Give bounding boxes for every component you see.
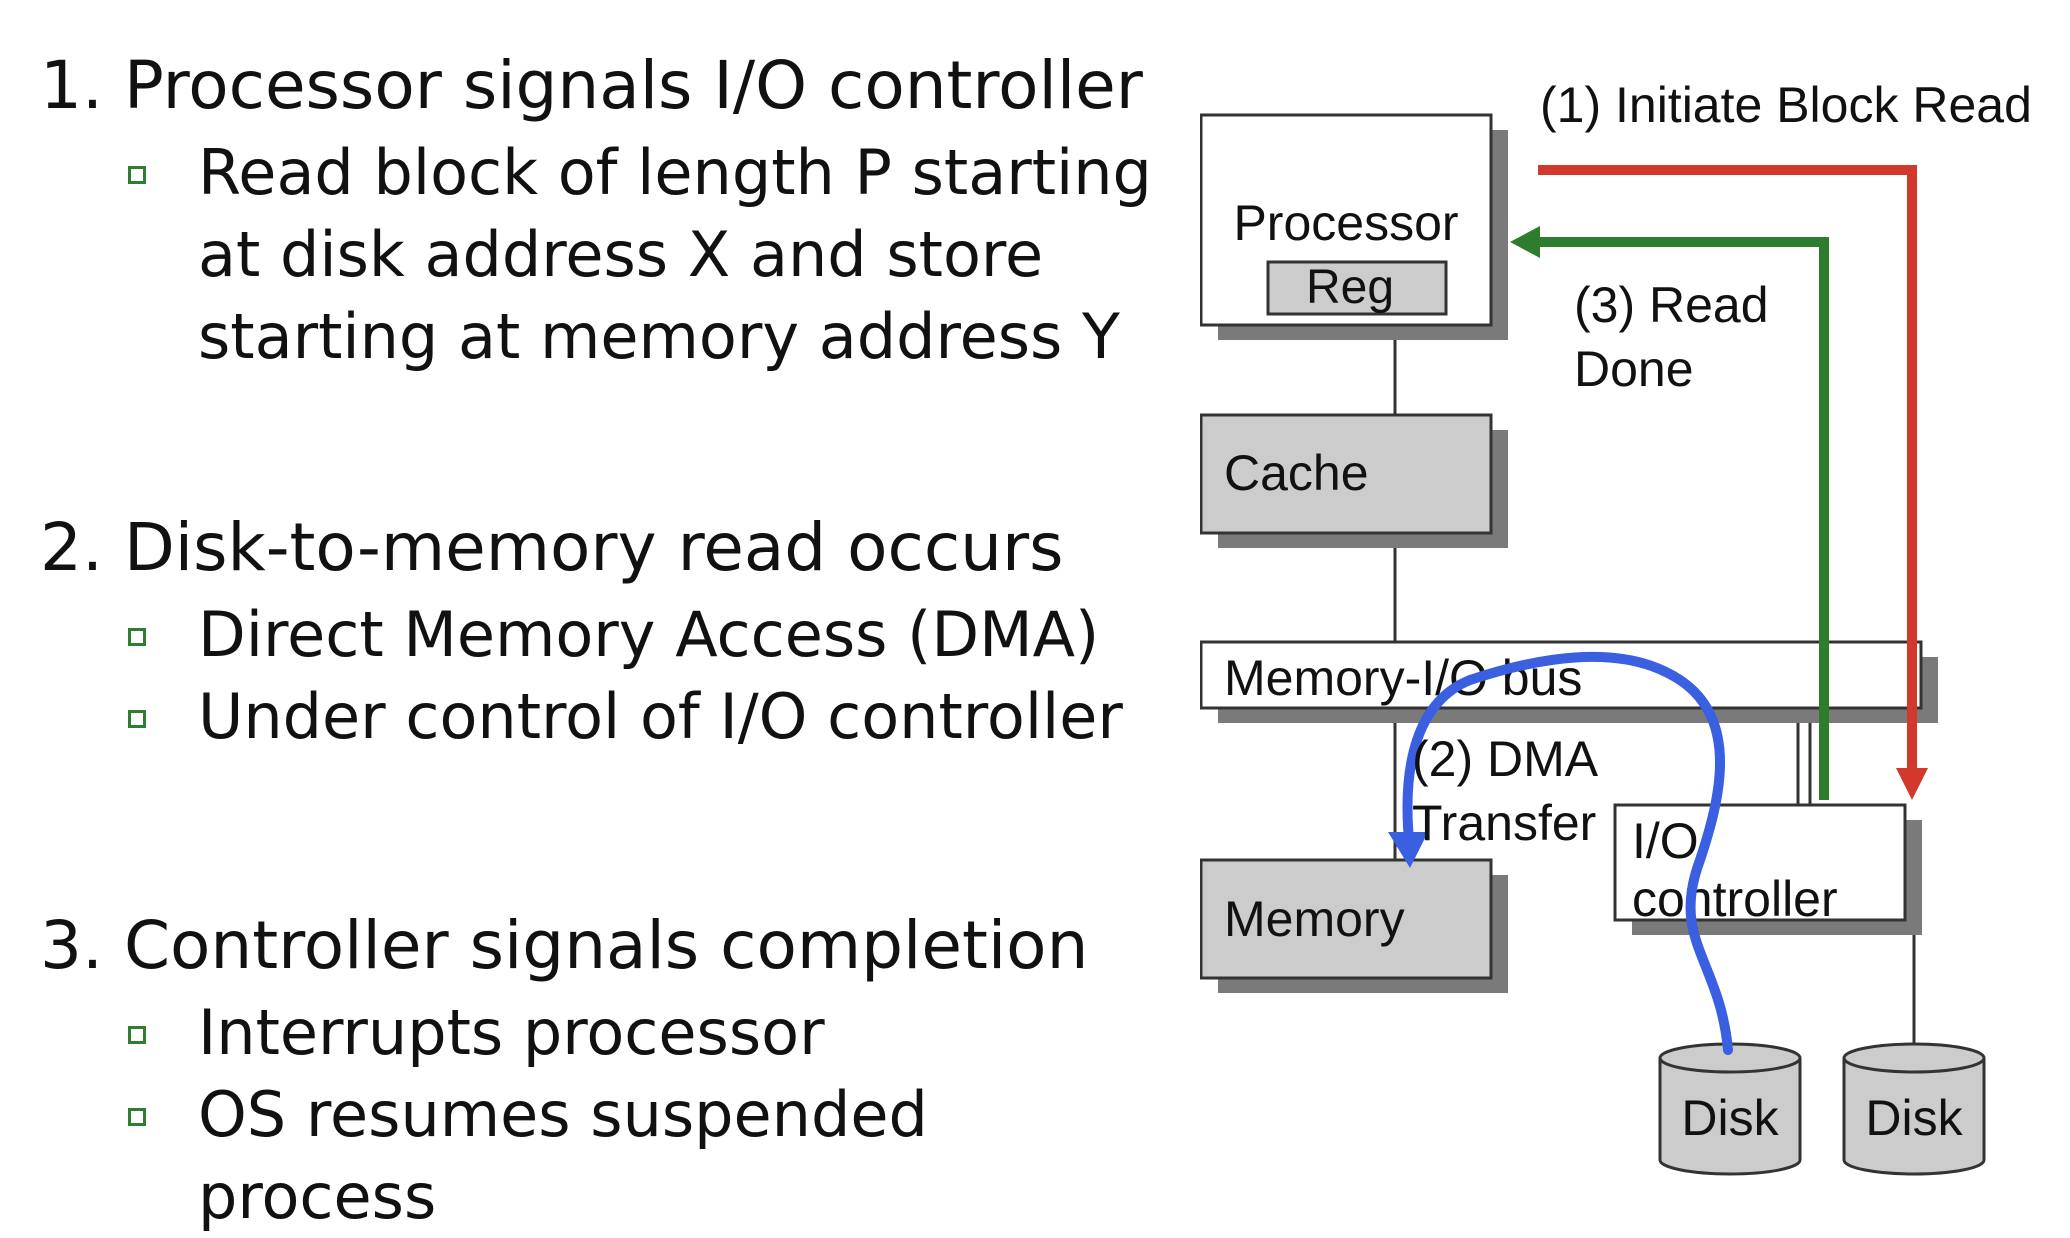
step-3: 3. Controller signals completion Interru… [40, 900, 1180, 1238]
step-title: 1. Processor signals I/O controller [40, 47, 1143, 124]
square-bullet-icon [128, 710, 146, 728]
memory-block: Memory [1200, 858, 1508, 993]
cache-box [1200, 413, 1493, 535]
io-controller-block: I/O controller [1613, 803, 1922, 935]
initiate-arrow-label: (1) Initiate Block Read [1540, 77, 2032, 133]
square-bullet-icon [128, 1108, 146, 1126]
square-bullet-icon [128, 166, 146, 184]
dma-arrow-label-line1: (2) DMA [1412, 731, 1599, 787]
bullet-text: Direct Memory Access (DMA) [198, 598, 1100, 671]
disk-left: Disk [1658, 1042, 1802, 1176]
diagram-canvas: Processor Reg Cache Memory-I/O bus Memor… [1200, 77, 2032, 1176]
dma-arrowhead [1388, 832, 1428, 868]
step-1: 1. Processor signals I/O controller Read… [40, 40, 1152, 378]
dma-arrow-line [1402, 651, 1733, 1055]
reg-box [1266, 260, 1448, 316]
bullet-text: Read block of length P starting at disk … [198, 136, 1152, 373]
bus-box [1200, 640, 1923, 710]
square-bullet-icon [128, 1026, 146, 1044]
done-arrow-label-line2: Done [1574, 341, 1694, 397]
initiate-arrowhead [1896, 768, 1928, 800]
done-arrow-line [1538, 237, 1829, 800]
square-bullet-icon [128, 628, 146, 646]
bullet-item: Read block of length P starting at disk … [40, 132, 1152, 378]
disk-right-label: Disk [1865, 1090, 1963, 1146]
done-arrow-label-line1: (3) Read [1574, 277, 1769, 333]
done-arrow [1510, 226, 1829, 800]
processor-block: Processor Reg [1200, 113, 1508, 340]
memory-box [1200, 858, 1493, 980]
step-title: 2. Disk-to-memory read occurs [40, 509, 1064, 586]
initiate-arrow-line [1538, 165, 1917, 770]
bullet-item: Direct Memory Access (DMA) [40, 594, 1123, 676]
memory-label: Memory [1224, 891, 1405, 947]
processor-label: Processor [1233, 195, 1458, 251]
cache-block: Cache [1200, 413, 1508, 548]
bullet-item: Under control of I/O controller [40, 676, 1123, 758]
disk-right-top [1842, 1042, 1986, 1074]
disk-right: Disk [1842, 1042, 1986, 1176]
bullet-text: Interrupts processor [198, 996, 825, 1069]
io-controller-label-line2: controller [1632, 871, 1838, 927]
done-arrowhead [1510, 226, 1540, 258]
io-controller-label-line1: I/O [1632, 813, 1699, 869]
bullet-item: OS resumes suspended process [40, 1074, 1180, 1238]
bus-block: Memory-I/O bus [1200, 640, 1938, 723]
bullet-text: Under control of I/O controller [198, 680, 1123, 753]
bus-label: Memory-I/O bus [1224, 650, 1582, 706]
disk-left-body [1658, 1058, 1802, 1176]
step-title: 3. Controller signals completion [40, 907, 1089, 984]
step-2: 2. Disk-to-memory read occurs Direct Mem… [40, 502, 1123, 758]
disk-left-label: Disk [1681, 1090, 1779, 1146]
disk-right-body [1842, 1058, 1986, 1176]
reg-label: Reg [1306, 261, 1394, 314]
dma-arrow [1388, 651, 1733, 1055]
io-controller-box [1613, 803, 1907, 922]
dma-arrow-label-line2: Transfer [1412, 795, 1596, 851]
dma-diagram: Processor Reg Cache Memory-I/O bus Memor… [1200, 60, 2070, 1214]
bullet-text: OS resumes suspended process [198, 1078, 928, 1233]
cache-label: Cache [1224, 445, 1369, 501]
bullet-item: Interrupts processor [40, 992, 1180, 1074]
initiate-arrow [1538, 165, 1928, 800]
